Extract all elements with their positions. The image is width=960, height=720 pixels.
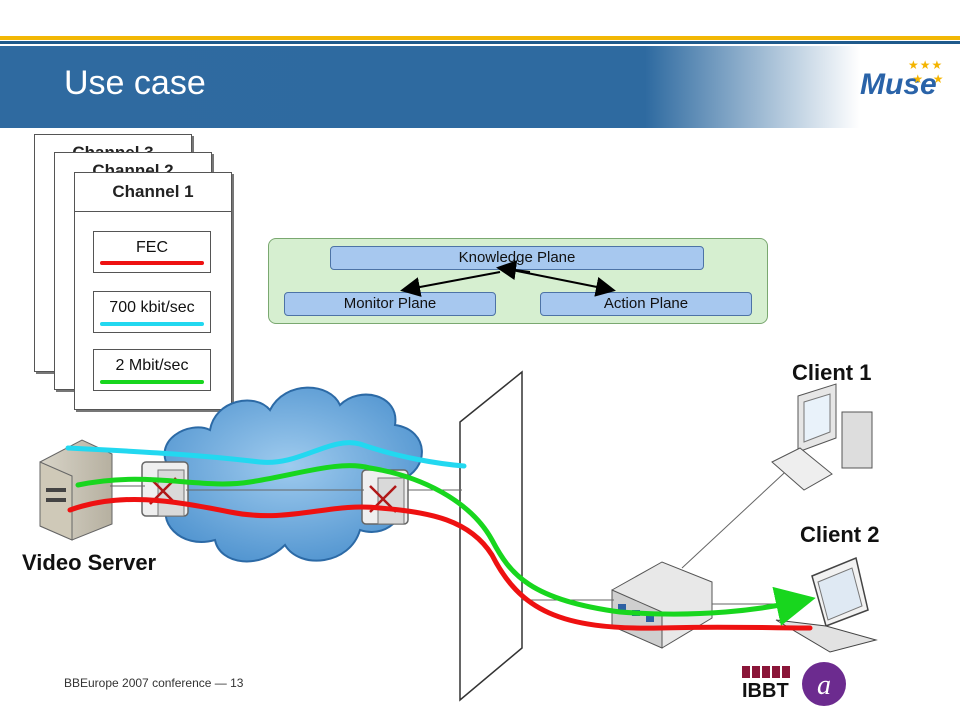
video-streams [65, 440, 816, 631]
desktop-computer-icon [771, 383, 873, 491]
param-bitrate-2m: 2 Mbit/sec [93, 349, 211, 391]
channel-card-1: Channel 1 FEC 700 kbit/sec 2 Mbit/sec [74, 172, 232, 410]
access-switch-icon [611, 561, 713, 649]
stream-cyan [65, 440, 467, 469]
card-divider [75, 211, 231, 212]
channel-card-title: Channel 1 [112, 182, 194, 201]
monitor-plane: Monitor Plane [284, 292, 496, 316]
ibbt-logo-text: IBBT [742, 680, 789, 702]
stream-line-green [100, 380, 204, 384]
router-icon [361, 469, 409, 525]
plane-arrows [400, 260, 616, 297]
stream-green [75, 463, 816, 626]
param-fec: FEC [93, 231, 211, 273]
stream-line-red [100, 261, 204, 265]
svg-text:a: a [817, 670, 831, 701]
stream-red [67, 497, 813, 631]
header-accent-line [0, 36, 960, 40]
header-band [0, 46, 860, 128]
param-label: 700 kbit/sec [109, 299, 195, 316]
alcatel-logo: a [802, 662, 846, 706]
param-label: FEC [136, 239, 168, 256]
client-1-label: Client 1 [792, 360, 872, 385]
muse-logo: Muse [860, 68, 937, 101]
param-label: 2 Mbit/sec [115, 357, 189, 374]
header-blue-line [0, 41, 960, 44]
server-icon [39, 439, 113, 541]
param-bitrate-700: 700 kbit/sec [93, 291, 211, 333]
slide-footer: BBEurope 2007 conference — 13 [64, 676, 244, 690]
ibbt-logo [742, 666, 790, 678]
star-icon: ★★★ ★ ★ [908, 58, 945, 86]
client-2-label: Client 2 [800, 522, 880, 547]
slide-title: Use case [64, 64, 206, 102]
stream-line-cyan [100, 322, 204, 326]
router-icon [141, 461, 189, 517]
video-server-label: Video Server [22, 550, 157, 575]
action-plane: Action Plane [540, 292, 752, 316]
